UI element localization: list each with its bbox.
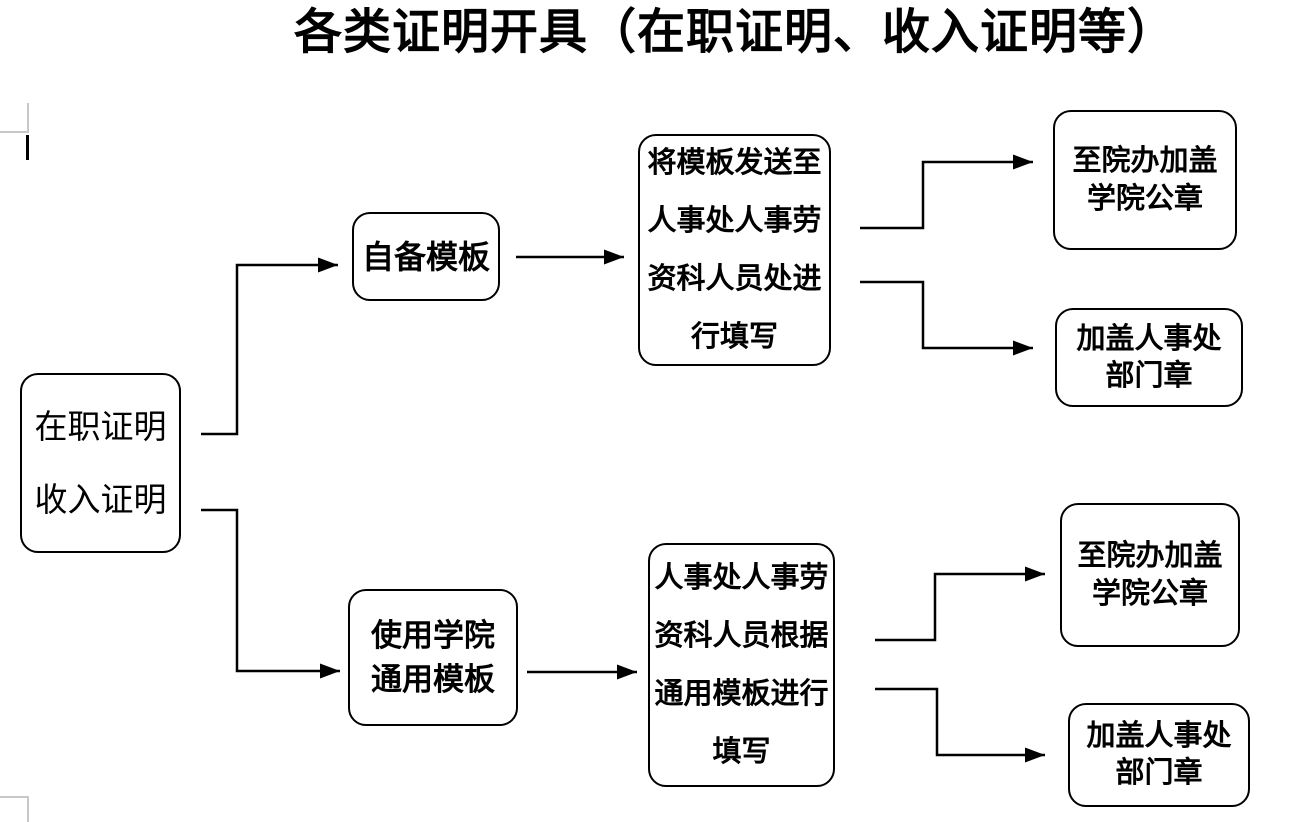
node-line: 部门章 — [1105, 359, 1193, 392]
node-certificate-source: 在职证明 收入证明 — [20, 373, 181, 553]
node-line: 填写 — [712, 736, 771, 768]
node-own-hr-seal: 加盖人事处 部门章 — [1055, 308, 1243, 407]
node-college-hr-seal: 加盖人事处 部门章 — [1068, 703, 1250, 807]
connector-college-fill-to-college-seal — [875, 566, 1045, 642]
node-line: 将模板发送至 — [647, 147, 822, 179]
node-line: 资科人员处进 — [647, 263, 822, 295]
node-line: 至院办加盖 — [1072, 145, 1218, 177]
page-margin-mark-bottom-left-horizontal — [0, 796, 29, 798]
node-college-college-seal: 至院办加盖 学院公章 — [1060, 503, 1240, 647]
node-line: 收入证明 — [34, 481, 167, 518]
node-line: 行填写 — [690, 321, 778, 353]
node-line: 通用模板进行 — [654, 678, 829, 710]
connector-source-to-own-template — [201, 257, 338, 436]
connector-own-fill-to-college-seal — [860, 154, 1033, 230]
node-line: 部门章 — [1115, 757, 1203, 789]
node-line: 学院公章 — [1091, 578, 1208, 610]
node-line: 人事处人事劳 — [654, 562, 829, 594]
node-college-template: 使用学院 通用模板 — [348, 589, 518, 726]
node-line: 使用学院 — [371, 617, 495, 653]
node-line: 资科人员根据 — [654, 620, 829, 652]
node-own-college-seal: 至院办加盖 学院公章 — [1053, 110, 1237, 250]
node-line: 在职证明 — [34, 408, 167, 445]
page-margin-mark-top-left-horizontal — [0, 131, 29, 133]
node-line: 通用模板 — [371, 661, 495, 697]
page-margin-mark-top-left-vertical — [27, 103, 29, 133]
node-line: 自备模板 — [361, 238, 490, 275]
node-college-template-fill: 人事处人事劳 资科人员根据 通用模板进行 填写 — [648, 543, 835, 787]
connector-source-to-college-template — [201, 508, 340, 679]
diagram-title: 各类证明开具（在职证明、收入证明等） — [293, 6, 1176, 59]
node-own-template-fill: 将模板发送至 人事处人事劳 资科人员处进 行填写 — [638, 134, 831, 366]
node-own-template: 自备模板 — [352, 212, 500, 301]
node-line: 学院公章 — [1086, 183, 1203, 215]
node-line: 加盖人事处 — [1076, 322, 1222, 355]
node-line: 至院办加盖 — [1077, 540, 1223, 572]
node-line: 加盖人事处 — [1086, 720, 1232, 752]
text-cursor — [26, 135, 29, 160]
node-line: 人事处人事劳 — [647, 205, 822, 237]
connector-college-fill-to-hr-seal — [875, 687, 1045, 763]
page-margin-mark-bottom-left-vertical — [27, 796, 29, 822]
connector-own-fill-to-hr-seal — [860, 280, 1033, 356]
